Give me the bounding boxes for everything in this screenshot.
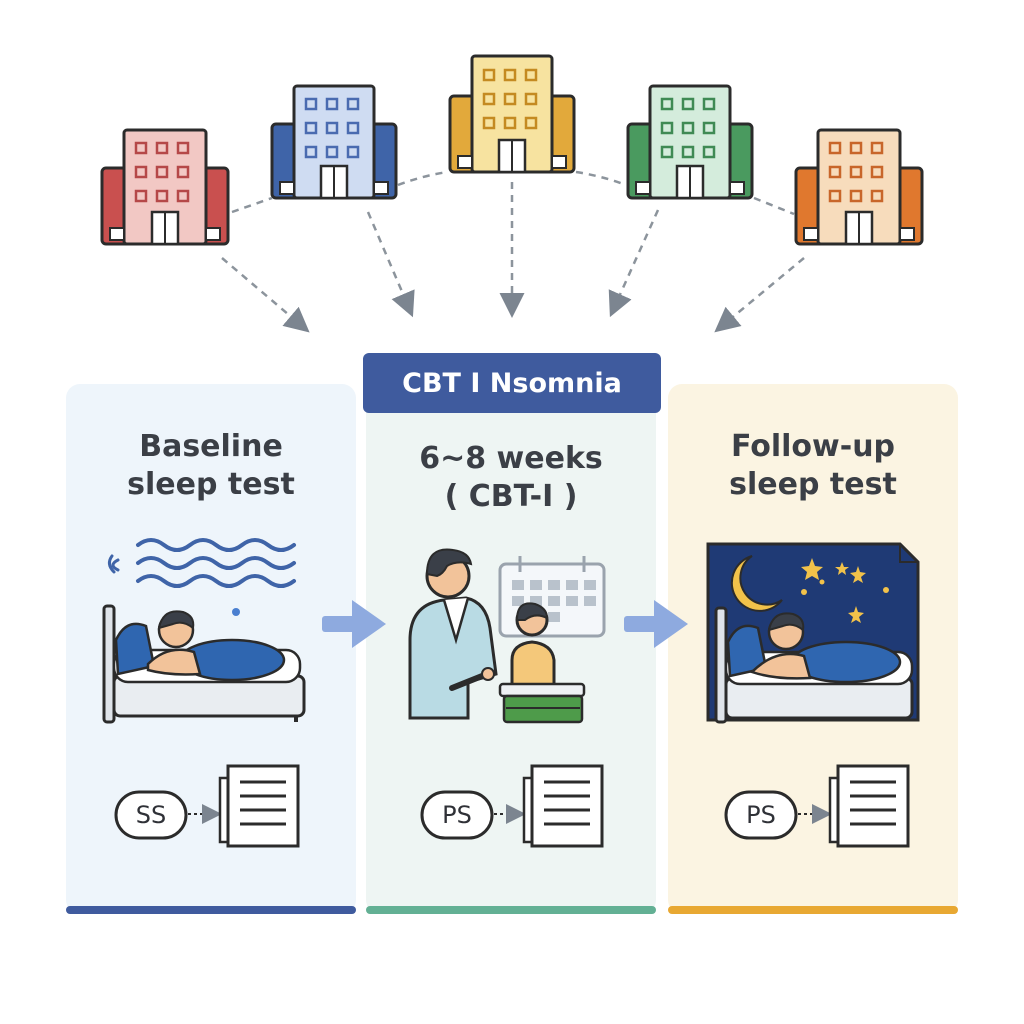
panel-2-title-line1: 6~8 weeks	[419, 441, 603, 476]
hospital-icon-3	[448, 54, 576, 174]
panel-1-title: Baseline sleep test	[66, 428, 356, 504]
bed-sleeper-icon-1	[102, 604, 306, 724]
panel-1-title-line2: sleep test	[127, 467, 295, 502]
ss-label-1: SS	[135, 801, 167, 829]
hospital-icon-5	[794, 128, 924, 246]
ss-doc-row-1	[114, 764, 300, 848]
hospital-connectors	[231, 170, 795, 216]
panel-2-title-line2: ( CBT-I )	[444, 479, 578, 514]
right-arrow-icon-2	[624, 600, 688, 648]
wave-icon	[107, 538, 296, 588]
moon-icon	[730, 555, 783, 612]
panel-3-title: Follow-up sleep test	[668, 428, 958, 504]
panel-3-title-line1: Follow-up	[730, 429, 896, 464]
ss-label-3: PS	[746, 801, 776, 829]
calendar-icon	[498, 556, 606, 638]
panel-2-title: 6~8 weeks ( CBT-I )	[366, 440, 656, 516]
hospital-icon-4	[626, 84, 754, 200]
hospital-icon-1	[100, 128, 230, 246]
star-icon-group	[801, 558, 889, 623]
ss-doc-row-2	[420, 764, 604, 848]
bed-sleeper-icon-2	[714, 606, 914, 724]
panel-1-title-line1: Baseline	[139, 429, 283, 464]
hospital-icon-2	[270, 84, 398, 200]
thought-dot	[232, 608, 240, 616]
doctor-patient-icon	[408, 548, 586, 724]
cbti-badge	[363, 353, 661, 413]
ss-label-2: PS	[442, 801, 472, 829]
dashed-arrows	[221, 182, 805, 333]
panel-3-title-line2: sleep test	[729, 467, 897, 502]
document-icon-2	[522, 764, 604, 848]
badge-label: CBT I Nsomnia	[402, 367, 622, 399]
document-icon-1	[218, 764, 300, 848]
right-arrow-icon-1	[322, 600, 386, 648]
ss-doc-row-3	[724, 764, 910, 848]
document-icon-3	[828, 764, 910, 848]
